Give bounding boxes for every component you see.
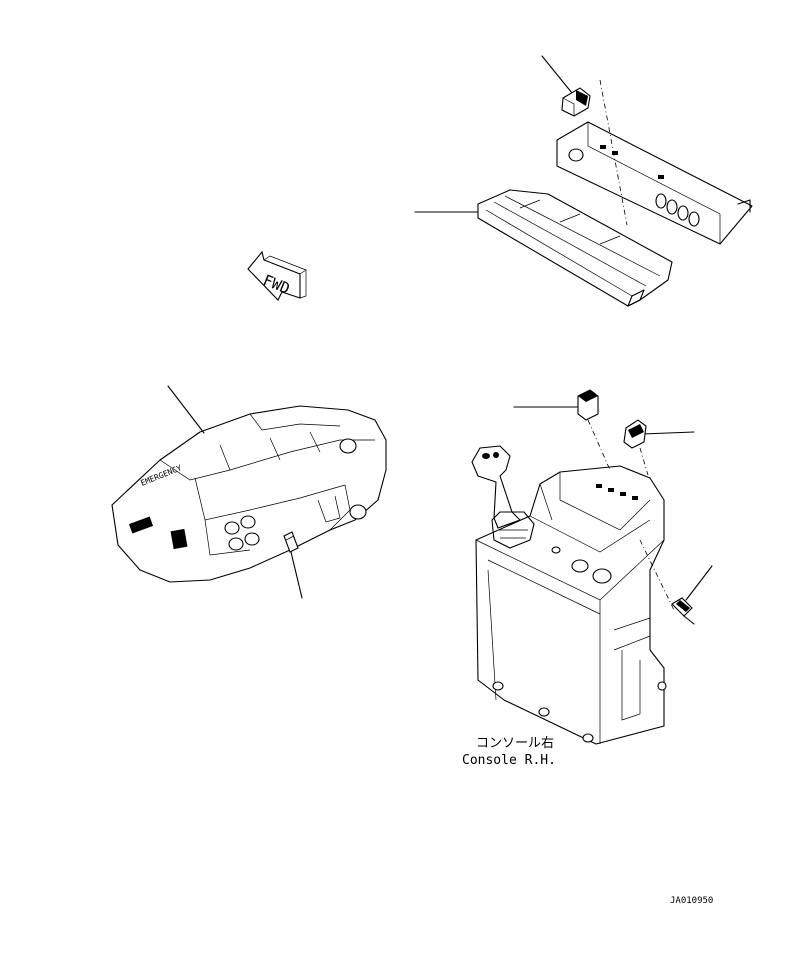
panel-knob-1 — [339, 438, 357, 454]
console-knob-2 — [592, 568, 612, 584]
front-instrument-panel: EMERGENCY — [111, 385, 387, 599]
console-switch-1 — [577, 389, 599, 421]
leader-line-console-sensor — [685, 565, 713, 601]
switch-bracket — [556, 121, 753, 245]
console-dashed-line-3 — [639, 539, 675, 611]
console-knob-1 — [571, 559, 589, 573]
leader-line-panel — [167, 385, 205, 434]
bracket-hole-3 — [666, 199, 678, 215]
console-bolt-3 — [582, 733, 594, 743]
rocker-switch-top — [561, 87, 591, 117]
overhead-tray — [477, 189, 673, 307]
panel-gauge-1 — [224, 521, 240, 535]
joystick — [471, 445, 535, 549]
panel-decal — [170, 528, 188, 550]
console-bolt-4 — [657, 681, 667, 691]
fwd-arrow: FWD — [247, 250, 307, 301]
console-sensor — [671, 597, 695, 625]
panel-gauge-2 — [240, 515, 256, 529]
drawing-number: JA010950 — [670, 896, 713, 906]
console-bolt-2 — [538, 707, 550, 717]
console-body — [475, 465, 665, 745]
panel-gauge-4 — [244, 532, 260, 546]
console-bolt-1 — [492, 681, 504, 691]
console-dashed-line-1 — [587, 419, 611, 471]
console-rh — [471, 389, 713, 745]
leader-line-console-switch-2 — [641, 431, 695, 435]
leader-line-switch-top — [541, 55, 573, 94]
panel-knob-2 — [349, 504, 367, 520]
panel-marking: EMERGENCY — [139, 463, 183, 488]
bracket-hole-4 — [677, 205, 689, 221]
overhead-switch-panel — [414, 55, 753, 307]
leader-line-small-switch — [290, 551, 303, 599]
bracket-hole-1 — [568, 148, 584, 162]
console-caption-en: Console R.H. — [462, 753, 556, 768]
console-knob-3 — [551, 546, 561, 554]
panel-grille — [128, 516, 154, 534]
bracket-hole-2 — [655, 193, 667, 209]
console-caption-jp: コンソール右 — [476, 736, 554, 751]
console-dashed-line-2 — [639, 447, 649, 476]
bracket-hole-5 — [688, 211, 700, 227]
panel-gauge-3 — [228, 537, 244, 551]
panel-small-switch — [283, 531, 299, 553]
console-switch-2 — [623, 419, 647, 449]
